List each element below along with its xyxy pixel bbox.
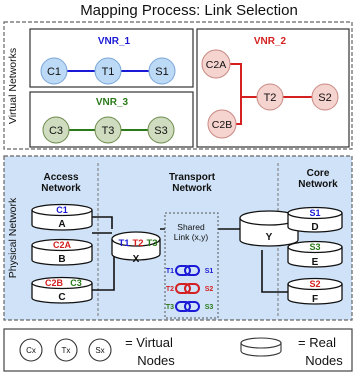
legend-tx-label: Tx	[62, 346, 71, 355]
shared-link-label-line2: Link (x,y)	[174, 232, 209, 242]
vnr1-node-c1	[40, 57, 68, 85]
shared-link-row-1: T1 S1	[166, 265, 214, 276]
virtual-networks-section: Virtual Networks VNR_1 C1 T1 S1 VNR_3 C3…	[3, 21, 353, 150]
shared-link-label-line1: Shared	[177, 222, 205, 232]
access-header-line2: Network	[41, 183, 81, 194]
node-x-tag-t3: T3	[146, 238, 157, 249]
vnr1-node-t1-label: T1	[102, 66, 115, 78]
core-header-line1: Core	[307, 168, 330, 179]
physical-section-label: Physical Network	[7, 197, 19, 278]
node-c-tag2: C3	[70, 278, 82, 288]
virtual-section-label: Virtual Networks	[7, 48, 19, 124]
shared-row3-left: T3	[166, 304, 174, 311]
node-f-label: F	[312, 294, 318, 305]
vnr3-box: VNR_3 C3 T3 S3	[29, 91, 194, 148]
diagram-title: Mapping Process: Link Selection	[80, 2, 298, 19]
physical-node-c: C2B C3 C	[31, 276, 93, 304]
vnr1-node-t1	[94, 57, 122, 85]
physical-node-a: C1 A	[31, 203, 93, 231]
physical-node-y: Y	[239, 210, 299, 247]
shared-row1-right: S1	[205, 268, 214, 275]
node-x-label: X	[133, 254, 140, 265]
vnr3-node-c3-label: C3	[49, 125, 63, 137]
node-b-tag: C2A	[53, 240, 72, 250]
legend-virtual-line2: Nodes	[137, 353, 175, 368]
legend-cx-circle	[19, 338, 43, 362]
vnr2-node-c2b-label: C2B	[212, 119, 232, 131]
legend: Cx Tx Sx = Virtual Nodes = Real Nodes	[3, 328, 353, 372]
transport-header-line2: Network	[172, 183, 212, 194]
transport-header-line1: Transport	[169, 172, 216, 183]
legend-sx-label: Sx	[95, 346, 104, 355]
chain-link-icon	[184, 301, 200, 312]
legend-real-line1: = Real	[298, 335, 336, 350]
legend-sx-circle	[88, 338, 112, 362]
node-d-tag: S1	[309, 208, 320, 218]
chain-link-icon	[184, 265, 200, 276]
vnr3-node-t3-label: T3	[102, 125, 115, 137]
vnr3-node-t3	[94, 116, 122, 144]
vnr2-box: VNR_2 C2A T2 S2 C2B	[196, 28, 350, 148]
node-y-label: Y	[266, 232, 273, 243]
core-header-line2: Network	[298, 179, 338, 190]
node-c-label: C	[58, 292, 65, 303]
vnr1-node-c1-label: C1	[47, 66, 61, 78]
vnr2-node-c2b	[207, 109, 237, 139]
vnr2-node-t2-label: T2	[264, 92, 277, 104]
vnr1-box: VNR_1 C1 T1 S1	[29, 28, 194, 88]
chain-link-icon	[175, 265, 191, 276]
node-e-tag: S3	[309, 242, 320, 252]
legend-tx-circle	[54, 338, 78, 362]
vnr2-node-c2a	[201, 49, 231, 79]
vnr1-node-s1	[148, 57, 176, 85]
shared-link-row-2: T2 S2	[166, 283, 214, 294]
node-a-label: A	[58, 219, 65, 230]
vnr1-title: VNR_1	[98, 36, 131, 47]
node-d-label: D	[311, 222, 318, 233]
vnr3-node-s3-label: S3	[154, 125, 167, 137]
node-x-tag-t2: T2	[132, 238, 143, 249]
vnr3-node-c3	[42, 116, 70, 144]
physical-node-b: C2A B	[31, 238, 93, 266]
node-c-tag: C2B	[45, 278, 64, 288]
physical-node-f: S2 F	[287, 277, 343, 305]
chain-link-icon	[175, 301, 191, 312]
legend-real-line2: Nodes	[305, 353, 343, 368]
vnr2-node-s2-label: S2	[318, 92, 331, 104]
vnr3-title: VNR_3	[96, 97, 129, 108]
link-c-x	[92, 250, 115, 291]
shared-row2-right: S2	[205, 286, 214, 293]
shared-row3-right: S3	[205, 304, 214, 311]
node-b-label: B	[58, 254, 65, 265]
node-f-tag: S2	[309, 279, 320, 289]
node-e-label: E	[312, 257, 319, 268]
link-a-x	[92, 216, 113, 229]
shared-row1-left: T1	[166, 268, 174, 275]
legend-cylinder-icon	[240, 337, 282, 357]
chain-link-icon	[184, 283, 200, 294]
legend-virtual-line1: = Virtual	[125, 335, 173, 350]
shared-link-row-3: T3 S3	[166, 301, 214, 312]
physical-node-x: T1 T2 T3 X	[111, 231, 161, 265]
chain-link-icon	[175, 283, 191, 294]
shared-link-box: Shared Link (x,y) T1 S1 T2 S2 T3 S3	[164, 212, 219, 319]
vnr2-node-t2	[256, 83, 284, 111]
physical-network-section: Physical Network Access Network Transpor…	[3, 155, 353, 321]
legend-cx-label: Cx	[26, 346, 36, 355]
link-y-f	[261, 250, 288, 293]
vnr2-node-c2a-label: C2A	[206, 59, 226, 71]
vnr2-node-s2	[311, 83, 339, 111]
vnr3-node-s3	[147, 116, 175, 144]
node-x-tag-t1: T1	[118, 238, 130, 249]
vnr2-title: VNR_2	[254, 36, 287, 47]
node-a-tag: C1	[56, 205, 68, 215]
physical-node-d: S1 D	[287, 206, 343, 233]
shared-row2-left: T2	[166, 286, 174, 293]
vnr1-node-s1-label: S1	[155, 66, 168, 78]
access-header-line1: Access	[43, 172, 78, 183]
physical-node-e: S3 E	[287, 240, 343, 268]
